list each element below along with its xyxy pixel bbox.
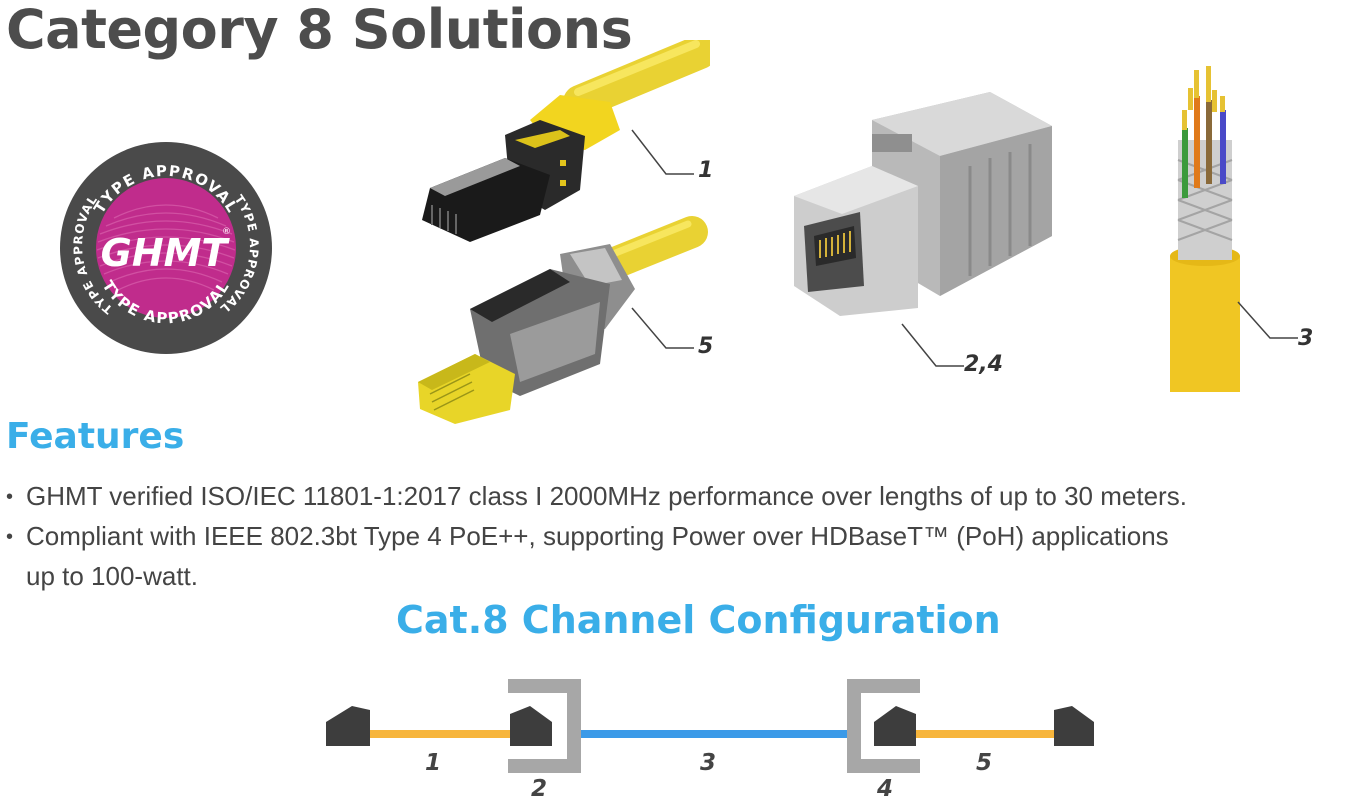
feature-text: GHMT verified ISO/IEC 11801-1:2017 class… xyxy=(26,481,1187,511)
cable-callout-line xyxy=(1237,301,1298,339)
diagram-label-3: 3 xyxy=(700,750,717,776)
features-heading: Features xyxy=(6,416,185,457)
keystone-jack-image xyxy=(794,92,1052,316)
diagram-label-1: 1 xyxy=(425,750,442,776)
badge-registered-mark: ® xyxy=(222,227,231,237)
diagram-label-4: 4 xyxy=(877,776,894,802)
jack-plug-right-icon xyxy=(874,706,916,746)
bullet-icon: • xyxy=(6,486,14,508)
bullet-icon: • xyxy=(6,526,14,548)
ghmt-type-approval-badge: TYPE APPROVAL TYPE APPROVAL TYPE APPROVA… xyxy=(60,142,272,354)
feature-text: Compliant with IEEE 802.3bt Type 4 PoE++… xyxy=(26,521,1169,551)
channel-config-heading: Cat.8 Channel Configuration xyxy=(396,598,1001,642)
feature-item: • GHMT verified ISO/IEC 11801-1:2017 clas… xyxy=(6,476,1187,517)
badge-center xyxy=(96,178,236,318)
page-title: Category 8 Solutions xyxy=(6,0,633,61)
callout-cable: 3 xyxy=(1298,326,1314,351)
channel-config-diagram xyxy=(326,679,1094,773)
field-plug-image xyxy=(418,216,708,424)
callout-patch-cord: 1 xyxy=(698,158,714,183)
plug-callout-lines xyxy=(631,129,694,349)
feature-text-continuation: up to 100-watt. xyxy=(26,561,198,591)
diagram-label-2: 2 xyxy=(531,776,548,802)
jack-plug-left-icon xyxy=(510,706,552,746)
patch-cord-left-line xyxy=(368,730,514,738)
outlet-right-housing xyxy=(847,679,920,773)
outlet-left-housing xyxy=(508,679,581,773)
badge-brand: GHMT xyxy=(101,231,231,275)
keystone-callout-line xyxy=(901,323,964,367)
feature-item: • Compliant with IEEE 802.3bt Type 4 PoE+… xyxy=(6,516,1169,557)
diagram-label-5: 5 xyxy=(976,750,993,776)
callout-field-plug: 5 xyxy=(698,334,714,359)
plug-right-icon xyxy=(1054,706,1094,746)
cat8-cable-image xyxy=(1170,66,1240,392)
patch-cord-plug-image xyxy=(422,40,710,242)
plug-left-icon xyxy=(326,706,370,746)
callout-keystone: 2,4 xyxy=(964,352,1003,377)
patch-cord-right-line xyxy=(914,730,1056,738)
installed-cable-line xyxy=(570,730,860,738)
